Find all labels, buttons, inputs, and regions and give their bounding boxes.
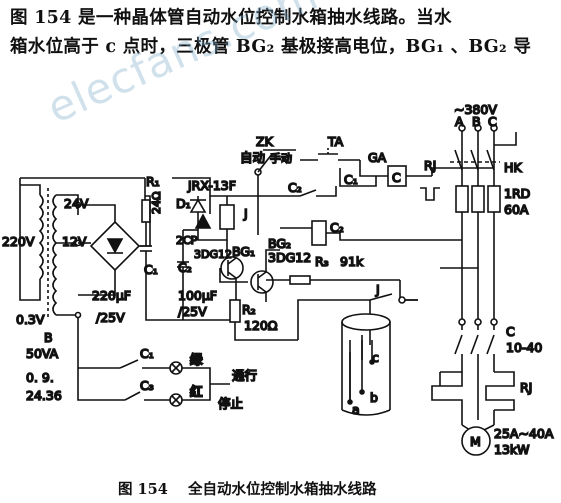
label-c1-lamp: C₁ — [140, 346, 154, 361]
label-running: 通行 — [232, 368, 257, 383]
label-red: 红 — [190, 384, 203, 399]
label-c-switch: C — [392, 170, 401, 185]
label-core1: 0. 9. — [26, 370, 54, 385]
intro-text: 图 154 是一种晶体管自动水位控制水箱抽水线路。当水 箱水位高于 c 点时，三… — [10, 4, 558, 62]
j-contact-probes — [297, 293, 418, 400]
label-r1-val: 24Ω — [150, 192, 163, 214]
label-220v: 220V — [2, 234, 35, 249]
label-green: 绿 — [190, 352, 203, 367]
thermal-relay-heaters — [431, 371, 515, 425]
label-r3-val: 91k — [340, 254, 364, 269]
label-cap-c2: C₂ — [178, 260, 192, 275]
c2-coil-and-r3 — [265, 220, 435, 302]
label-j-contact: J — [375, 282, 380, 297]
indicator-lamps — [77, 330, 230, 407]
filter-capacitors — [140, 196, 198, 321]
intro-line-2: 箱水位高于 c 点时，三极管 BG₂ 基极接高电位，BG₁ 、BG₂ 导 — [10, 37, 532, 57]
label-c2-coil: C₂ — [330, 220, 344, 235]
label-rj-top: RJ — [424, 158, 436, 173]
label-rj-bottom: RJ — [520, 380, 532, 395]
label-c1-contact: C₁ — [344, 172, 358, 187]
label-probe-b: b — [370, 390, 378, 405]
transistors — [219, 240, 298, 341]
label-c-contactor: C — [506, 324, 515, 339]
label-manual: 手动 — [270, 151, 292, 165]
label-hk: HK — [504, 160, 522, 175]
label-bg1: BG₁ — [232, 244, 255, 259]
label-ga: GA — [368, 150, 387, 165]
three-phase-supply — [458, 124, 498, 330]
label-phase-c: C — [488, 114, 497, 129]
label-va: 50VA — [26, 346, 59, 361]
label-12v: 12V — [62, 234, 87, 249]
label-c2-top: C₂ — [288, 180, 302, 195]
label-probe-a: a — [352, 402, 360, 417]
hk-knife-switch — [450, 149, 500, 171]
label-probe-c: c — [372, 350, 379, 365]
label-cap-c2-v: /25V — [178, 304, 207, 319]
label-motor-current: 25A~40A — [494, 426, 554, 441]
label-cap-c2-val: 100μF — [178, 288, 217, 303]
label-zk: ZK — [256, 134, 274, 149]
label-bg2: BG₂ — [268, 236, 291, 251]
label-bg1-type: 3DG12 — [194, 248, 232, 261]
label-24v: 24V — [64, 196, 89, 211]
label-auto: 自动 — [240, 150, 265, 165]
contactor-main-contacts — [454, 318, 498, 372]
label-c-range: 10-40 — [506, 340, 542, 355]
label-motor: M — [470, 434, 481, 449]
label-03v: 0.3V — [16, 312, 45, 327]
label-j-coil: J — [243, 206, 248, 221]
label-phase-b: B — [472, 114, 481, 129]
label-c3-lamp: C₃ — [140, 378, 154, 393]
label-r2-val: 120Ω — [244, 318, 278, 333]
label-motor-power: 13kW — [494, 442, 530, 457]
label-r1: R₁ — [146, 174, 160, 189]
water-tank — [341, 313, 391, 416]
intro-line-1: 图 154 是一种晶体管自动水位控制水箱抽水线路。当水 — [10, 8, 452, 28]
label-stopped: 停止 — [218, 396, 243, 411]
label-jrx: JRX-13F — [187, 178, 236, 193]
label-fuse-rating: 60A — [504, 202, 529, 217]
label-core2: 24.36 — [26, 388, 62, 403]
relay-j-coil — [189, 196, 235, 241]
label-bg2-type: 3DG12 — [268, 250, 311, 265]
figure-caption: 图 154 全自动水位控制水箱抽水线路 — [118, 481, 377, 498]
transformer-b — [19, 184, 82, 330]
control-wiring — [19, 132, 517, 295]
label-cap-c1-val: 220μF — [92, 288, 131, 303]
fuse-1rd — [455, 185, 501, 213]
label-fuse: 1RD — [504, 186, 530, 201]
label-ta: TA — [327, 134, 344, 149]
label-b: B — [44, 330, 53, 345]
label-d1: D₁ — [176, 196, 191, 211]
label-cap-c1-v: /25V — [96, 310, 125, 325]
label-d2: 2CP — [176, 234, 198, 247]
label-power: ~380V — [454, 102, 497, 117]
label-cap-c1: C₁ — [144, 262, 158, 277]
bridge-rectifier — [78, 195, 151, 296]
label-phase-a: A — [455, 114, 464, 129]
motor — [461, 424, 495, 456]
label-r3: R₃ — [315, 254, 329, 269]
label-r2: R₂ — [242, 302, 256, 317]
